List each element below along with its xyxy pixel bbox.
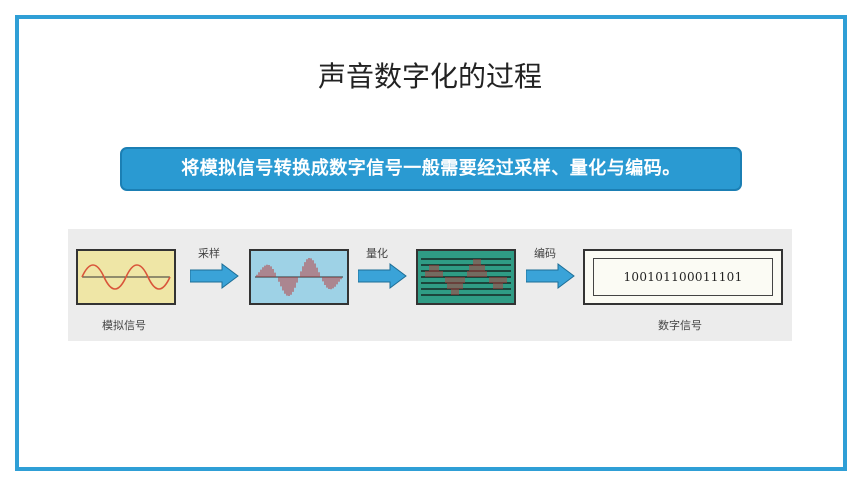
arrow-right-icon xyxy=(526,263,575,289)
sampling-step-label: 采样 xyxy=(198,247,220,260)
binary-code: 100101100011101 xyxy=(593,258,773,296)
intro-banner: 将模拟信号转换成数字信号一般需要经过采样、量化与编码。 xyxy=(120,147,742,191)
sampling-panel xyxy=(249,249,349,305)
slide-title: 声音数字化的过程 xyxy=(317,60,542,93)
quantization-graphic xyxy=(421,258,511,296)
analog-signal-panel xyxy=(76,249,176,305)
digital-signal-label: 数字信号 xyxy=(658,319,702,332)
analog-wave-graphic xyxy=(81,264,171,290)
arrow-right-icon xyxy=(358,263,407,289)
digital-code-panel: 100101100011101 xyxy=(583,249,783,305)
digitization-diagram: 模拟信号 采样 量化 编码 100101100011101 数字信号 xyxy=(68,229,792,341)
quantization-panel xyxy=(416,249,516,305)
encoding-step-label: 编码 xyxy=(534,247,556,260)
sampling-graphic xyxy=(255,258,343,296)
arrow-right-icon xyxy=(190,263,239,289)
quantization-step-label: 量化 xyxy=(366,247,388,260)
analog-signal-label: 模拟信号 xyxy=(102,319,146,332)
